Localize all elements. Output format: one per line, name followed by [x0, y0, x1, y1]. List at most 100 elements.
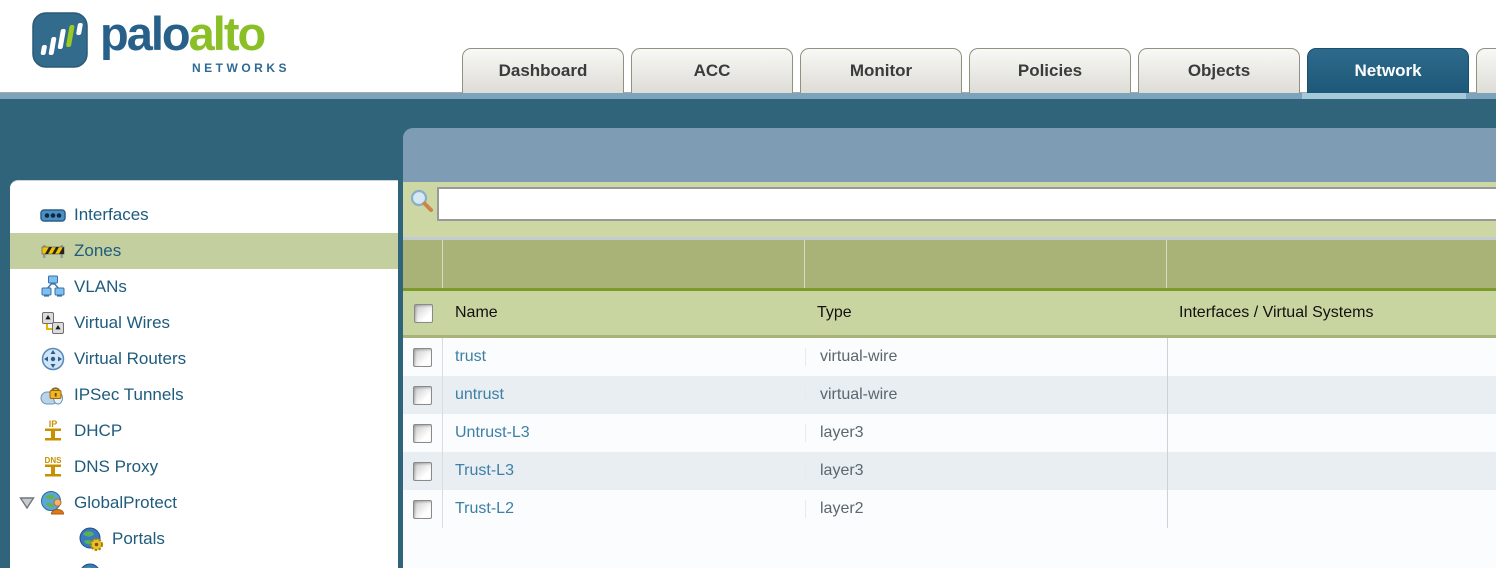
search-icon[interactable]	[408, 187, 435, 214]
logo-word-alto: alto	[188, 7, 267, 60]
active-tab-underline	[1302, 93, 1466, 99]
zone-name-cell: Untrust-L3	[443, 424, 805, 442]
zone-name-cell: trust	[443, 348, 805, 366]
sidebar-item-dns-proxy[interactable]: DNS DNS Proxy	[10, 449, 398, 485]
tab-dashboard[interactable]: Dashboard	[462, 48, 624, 93]
dns-proxy-icon: DNS	[45, 456, 63, 477]
row-checkbox[interactable]	[413, 423, 432, 443]
sidebar-item-interfaces[interactable]: Interfaces	[10, 197, 398, 233]
ipsec-tunnels-icon	[40, 387, 63, 405]
logo-networks-text: NETWORKS	[192, 61, 290, 75]
tab-policies[interactable]: Policies	[969, 48, 1131, 93]
tab-objects[interactable]: Objects	[1138, 48, 1300, 93]
sidebar-item-label: VLANs	[74, 277, 127, 296]
group-header-cell	[805, 240, 1167, 288]
table-row: untrust virtual-wire	[403, 376, 1496, 414]
zone-interfaces-cell	[1167, 452, 1496, 490]
table-empty-area	[403, 528, 1496, 568]
row-checkbox[interactable]	[413, 461, 432, 481]
tab-network[interactable]: Network	[1307, 48, 1469, 93]
table-row: trust virtual-wire	[403, 338, 1496, 376]
group-header-cell	[1167, 240, 1496, 288]
zone-type-cell: virtual-wire	[805, 348, 1167, 366]
select-all-cell	[403, 303, 443, 323]
virtual-routers-icon	[41, 347, 65, 371]
table-row: Trust-L2 layer2	[403, 490, 1496, 528]
zone-name-link[interactable]: Untrust-L3	[455, 424, 530, 441]
paloalto-logo: paloalto NETWORKS	[30, 7, 350, 88]
zone-name-link[interactable]: untrust	[455, 386, 504, 403]
table-row: Trust-L3 layer3	[403, 452, 1496, 490]
tab-monitor[interactable]: Monitor	[800, 48, 962, 93]
sidebar-item-dhcp[interactable]: IP DHCP	[10, 413, 398, 449]
zone-name-cell: untrust	[443, 386, 805, 404]
sidebar-item-label: DHCP	[74, 421, 123, 440]
row-checkbox-cell	[403, 338, 443, 376]
logo-wordmark: paloalto	[100, 2, 267, 66]
vlans-icon	[41, 275, 65, 297]
zone-name-link[interactable]: Trust-L2	[455, 500, 514, 517]
select-all-checkbox[interactable]	[413, 303, 433, 323]
table-row: Untrust-L3 layer3	[403, 414, 1496, 452]
tabs-bottom-strip	[0, 93, 1496, 99]
zones-content-panel: Name Type Interfaces / Virtual Systems t…	[403, 128, 1496, 568]
zone-type-cell: layer3	[805, 462, 1167, 480]
column-header-name[interactable]: Name	[455, 304, 498, 321]
sidebar-item-label: Zones	[74, 241, 122, 260]
sidebar-item-ipsec-tunnels[interactable]: IPSec Tunnels	[10, 377, 398, 413]
sidebar-item-label: IPSec Tunnels	[74, 385, 184, 404]
sidebar-item-label: DNS Proxy	[74, 457, 159, 476]
table-header-row: Name Type Interfaces / Virtual Systems	[403, 288, 1496, 338]
zone-type-cell: layer2	[805, 500, 1167, 518]
row-checkbox[interactable]	[413, 385, 432, 405]
sidebar-item-partial[interactable]	[10, 557, 398, 568]
row-checkbox-cell	[403, 452, 443, 490]
sidebar-item-portals[interactable]: Portals	[10, 521, 398, 557]
zone-interfaces-cell	[1167, 376, 1496, 414]
svg-text:DNS: DNS	[45, 456, 63, 465]
sidebar-item-virtual-wires[interactable]: Virtual Wires	[10, 305, 398, 341]
row-checkbox[interactable]	[413, 499, 432, 519]
zone-name-link[interactable]: trust	[455, 348, 487, 365]
portals-icon	[79, 527, 103, 551]
expander-icon[interactable]	[14, 496, 40, 510]
zone-name-cell: Trust-L3	[443, 462, 805, 480]
tab-acc[interactable]: ACC	[631, 48, 793, 93]
search-input[interactable]	[437, 187, 1496, 221]
zone-interfaces-cell	[1167, 490, 1496, 528]
sidebar-item-globalprotect[interactable]: GlobalProtect	[10, 485, 398, 521]
main-nav-tabs: Dashboard ACC Monitor Policies Objects N…	[462, 48, 1496, 93]
sidebar-item-label: GlobalProtect	[74, 493, 177, 512]
zones-table-body: trust virtual-wire untrust virtual-wire	[403, 338, 1496, 528]
column-header-interfaces[interactable]: Interfaces / Virtual Systems	[1179, 304, 1374, 321]
zone-interfaces-cell	[1167, 414, 1496, 452]
globe-icon	[81, 563, 99, 568]
sidebar-item-label: Virtual Wires	[74, 313, 171, 332]
zone-type-cell: virtual-wire	[805, 386, 1167, 404]
row-checkbox-cell	[403, 490, 443, 528]
zone-name-link[interactable]: Trust-L3	[455, 462, 514, 479]
filter-bar	[403, 182, 1496, 240]
sidebar-item-vlans[interactable]: VLANs	[10, 269, 398, 305]
tab-partial[interactable]	[1476, 48, 1496, 93]
zones-icon	[41, 245, 65, 258]
sidebar-item-label: Virtual Routers	[74, 349, 187, 368]
sidebar-item-zones[interactable]: Zones	[10, 233, 398, 269]
row-checkbox-cell	[403, 376, 443, 414]
table-group-header	[403, 240, 1496, 288]
sidebar-item-virtual-routers[interactable]: Virtual Routers	[10, 341, 398, 377]
zone-interfaces-cell	[1167, 338, 1496, 376]
interfaces-icon	[40, 209, 66, 222]
globalprotect-icon	[41, 491, 65, 515]
dhcp-icon: IP	[45, 419, 61, 441]
zone-type-cell: layer3	[805, 424, 1167, 442]
row-checkbox[interactable]	[413, 347, 432, 367]
sidebar-item-label: Portals	[112, 529, 165, 548]
paloalto-logo-icon	[32, 12, 88, 68]
virtual-wires-icon	[42, 312, 64, 334]
row-checkbox-cell	[403, 414, 443, 452]
svg-text:IP: IP	[49, 419, 58, 429]
column-header-type[interactable]: Type	[817, 304, 852, 321]
zone-name-cell: Trust-L2	[443, 500, 805, 518]
